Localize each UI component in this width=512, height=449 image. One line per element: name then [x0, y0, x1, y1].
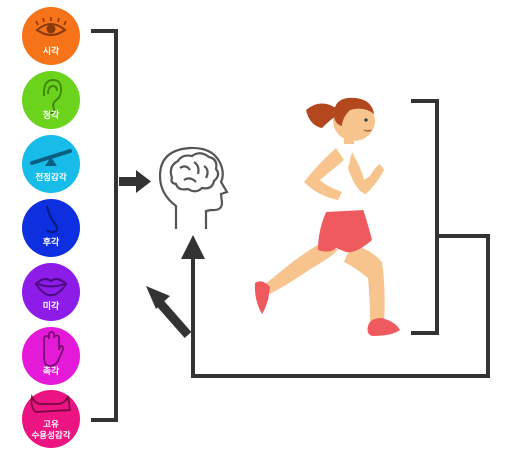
- back-leg: [264, 242, 338, 294]
- sense-proprioception: 고유 수용성감각: [22, 390, 80, 448]
- sense-label: 촉각: [43, 365, 60, 377]
- arrow-shaft: [119, 177, 139, 186]
- sense-label: 전정감각: [35, 172, 66, 183]
- sense-label: 청각: [43, 109, 60, 121]
- sense-vestibular: 전정감각: [22, 135, 80, 193]
- sense-circle: [22, 263, 80, 321]
- bracket-line: [91, 29, 118, 422]
- feedback-loop: [146, 99, 490, 378]
- lips-icon: [34, 278, 68, 297]
- input-arrow: [119, 170, 151, 193]
- front-shoe: [367, 318, 400, 336]
- sense-circle: [22, 71, 80, 129]
- sense-label: 시각: [43, 45, 60, 57]
- back-shoe: [254, 281, 270, 314]
- sense-label-line1: 고유: [43, 420, 59, 430]
- arrow-head: [136, 170, 151, 193]
- sense-circle: [22, 390, 80, 448]
- back-arm: [304, 148, 344, 200]
- front-arm: [348, 152, 384, 194]
- sense-smell: 후각: [22, 199, 80, 257]
- sense-taste: 미각: [22, 263, 80, 321]
- loop-line: [191, 234, 490, 378]
- balance-seesaw-icon: [30, 149, 72, 166]
- diagonal-arrow-head: [146, 286, 170, 309]
- eye-icon: [35, 17, 67, 36]
- sense-label-line2: 수용성감각: [31, 430, 70, 441]
- ear-icon: [42, 78, 63, 115]
- eye: [364, 118, 368, 122]
- sense-circle: [22, 199, 80, 257]
- loop-arrow-head: [181, 235, 205, 259]
- sense-circle: [22, 327, 80, 385]
- hand-icon: [43, 331, 64, 367]
- sense-label: 후각: [43, 236, 60, 248]
- running-woman-figure: [254, 97, 400, 336]
- diagonal-arrow-shaft: [155, 299, 192, 338]
- shorts: [318, 206, 372, 253]
- nose-icon: [46, 205, 59, 234]
- hair: [334, 97, 374, 126]
- sense-vision: 시각: [22, 7, 80, 65]
- runner-bracket: [411, 99, 439, 335]
- brain-head-icon: [158, 146, 229, 229]
- ponytail: [306, 103, 336, 128]
- front-leg: [344, 244, 385, 322]
- mouth: [363, 129, 372, 132]
- senses-bracket: [91, 29, 118, 422]
- sense-hearing: 청각: [22, 71, 80, 129]
- sense-touch: 촉각: [22, 327, 80, 385]
- sense-label: 미각: [43, 300, 60, 312]
- body-limb-icon: [30, 394, 72, 413]
